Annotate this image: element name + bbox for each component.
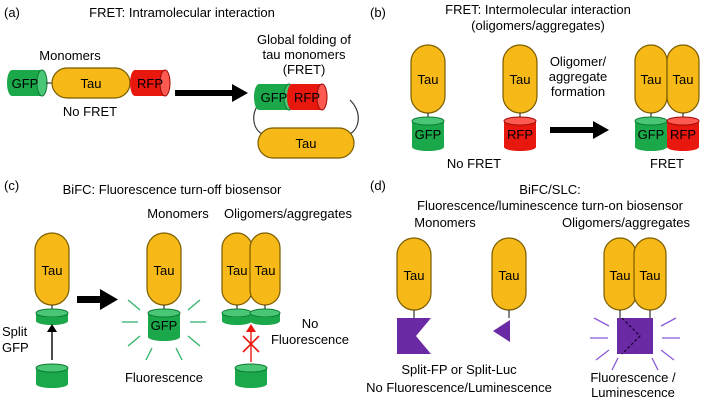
tau-label: Tau (81, 76, 102, 91)
complemented-reporter (617, 318, 653, 354)
tau-label: Tau (404, 268, 425, 283)
panel-d-oligomer: Tau Tau (590, 237, 680, 371)
panel-b-no-fret: No FRET (447, 156, 501, 171)
rfp-label: RFP (294, 90, 320, 105)
panel-d: (d) BiFC/SLC: Fluorescence/luminescence … (366, 178, 690, 400)
panel-a-folding-line3: (FRET) (283, 62, 326, 77)
panel-b-arrow-line3: formation (551, 84, 605, 99)
panel-d-fl-line2: Luminescence (591, 385, 675, 400)
panel-b-dimer: Tau Tau GFP RFP (634, 44, 700, 151)
panel-b-arrow (550, 121, 609, 139)
gfp-label: GFP (261, 90, 288, 105)
panel-c-oligomers: Oligomers/aggregates (224, 206, 352, 221)
panel-a-folded-construct: GFP RFP Tau (253, 83, 359, 159)
tau-label: Tau (673, 72, 694, 87)
panel-c-letter: (c) (4, 178, 19, 193)
panel-d-monomer-1: Tau (396, 237, 432, 354)
tau-label: Tau (418, 72, 439, 87)
panel-b-arrow-line1: Oligomer/ (550, 54, 607, 69)
tau-label: Tau (255, 263, 276, 278)
split-fragment-2 (493, 320, 510, 342)
panel-c-complemented: Tau GFP (122, 232, 206, 361)
panel-b-letter: (b) (370, 5, 386, 20)
tau-label: Tau (296, 136, 317, 151)
panel-d-title-line2: Fluorescence/luminescence turn-on biosen… (417, 198, 684, 213)
panel-d-fl-line1: Fluorescence / (590, 370, 676, 385)
panel-b-title-line2: (oligomers/aggregates) (471, 18, 605, 33)
tau-folded (257, 127, 355, 159)
tau-label: Tau (499, 268, 520, 283)
panel-c: (c) BiFC: Fluorescence turn-off biosenso… (2, 178, 352, 388)
panel-c-title: BiFC: Fluorescence turn-off biosensor (63, 182, 282, 197)
tau-label: Tau (510, 72, 531, 87)
split-gfp-bottom (36, 368, 68, 384)
gfp-label: GFP (638, 127, 665, 142)
panel-d-oligomers: Oligomers/aggregates (562, 215, 690, 230)
gfp-label: GFP (12, 76, 39, 91)
panel-d-monomers: Monomers (414, 215, 476, 230)
tau-label: Tau (42, 263, 63, 278)
panel-a: (a) FRET: Intramolecular interaction Mon… (4, 5, 359, 159)
split-fragment-1 (397, 318, 431, 354)
panel-a-folding-line1: Global folding of (257, 32, 351, 47)
panel-a-letter: (a) (4, 5, 20, 20)
panel-b-title-line1: FRET: Intermolecular interaction (445, 2, 631, 17)
rfp-label: RFP (507, 127, 533, 142)
panel-a-monomer-construct: GFP Tau RFP (7, 67, 171, 99)
gfp-label: GFP (415, 127, 442, 142)
rfp-label: RFP (137, 76, 163, 91)
panel-b: (b) FRET: Intermolecular interaction (ol… (370, 2, 700, 171)
panel-c-monomers: Monomers (147, 206, 209, 221)
panel-b-arrow-line2: aggregate (549, 69, 608, 84)
panel-a-folding-line2: tau monomers (262, 47, 346, 62)
panel-d-split-line1: Split-FP or Split-Luc (401, 362, 517, 377)
panel-c-oligomer: Tau Tau (221, 232, 281, 388)
panel-c-no-line2: Fluorescence (271, 332, 349, 347)
panel-c-split-line2: GFP (2, 340, 29, 355)
tau-label: Tau (641, 72, 662, 87)
panel-b-tau-rfp: Tau RFP (502, 44, 538, 151)
panel-d-letter: (d) (370, 178, 386, 193)
tau-label: Tau (227, 263, 248, 278)
panel-c-no-line1: No (302, 316, 319, 331)
tau-label: Tau (154, 263, 175, 278)
panel-c-split-line1: Split (2, 324, 28, 339)
panel-b-fret: FRET (650, 156, 684, 171)
panel-d-split-line2: No Fluorescence/Luminescence (366, 380, 552, 395)
panel-c-split-construct: Tau (34, 232, 70, 388)
panel-a-arrow (175, 84, 248, 102)
tau-label: Tau (640, 268, 661, 283)
panel-a-title: FRET: Intramolecular interaction (89, 5, 275, 20)
fluorescence-rays (122, 299, 206, 361)
tau-label: Tau (610, 268, 631, 283)
luminescence-rays (590, 317, 680, 371)
panel-a-monomers: Monomers (39, 48, 101, 63)
panel-b-tau-gfp: Tau GFP (410, 44, 446, 151)
rfp-label: RFP (670, 127, 696, 142)
panel-a-no-fret: No FRET (63, 104, 117, 119)
gfp-label: GFP (151, 318, 178, 333)
panel-c-fluorescence: Fluorescence (125, 370, 203, 385)
panel-c-arrow (77, 289, 118, 310)
panel-d-title-line1: BiFC/SLC: (519, 182, 580, 197)
panel-d-monomer-2: Tau (491, 237, 527, 342)
split-gfp-bottom (235, 368, 267, 384)
